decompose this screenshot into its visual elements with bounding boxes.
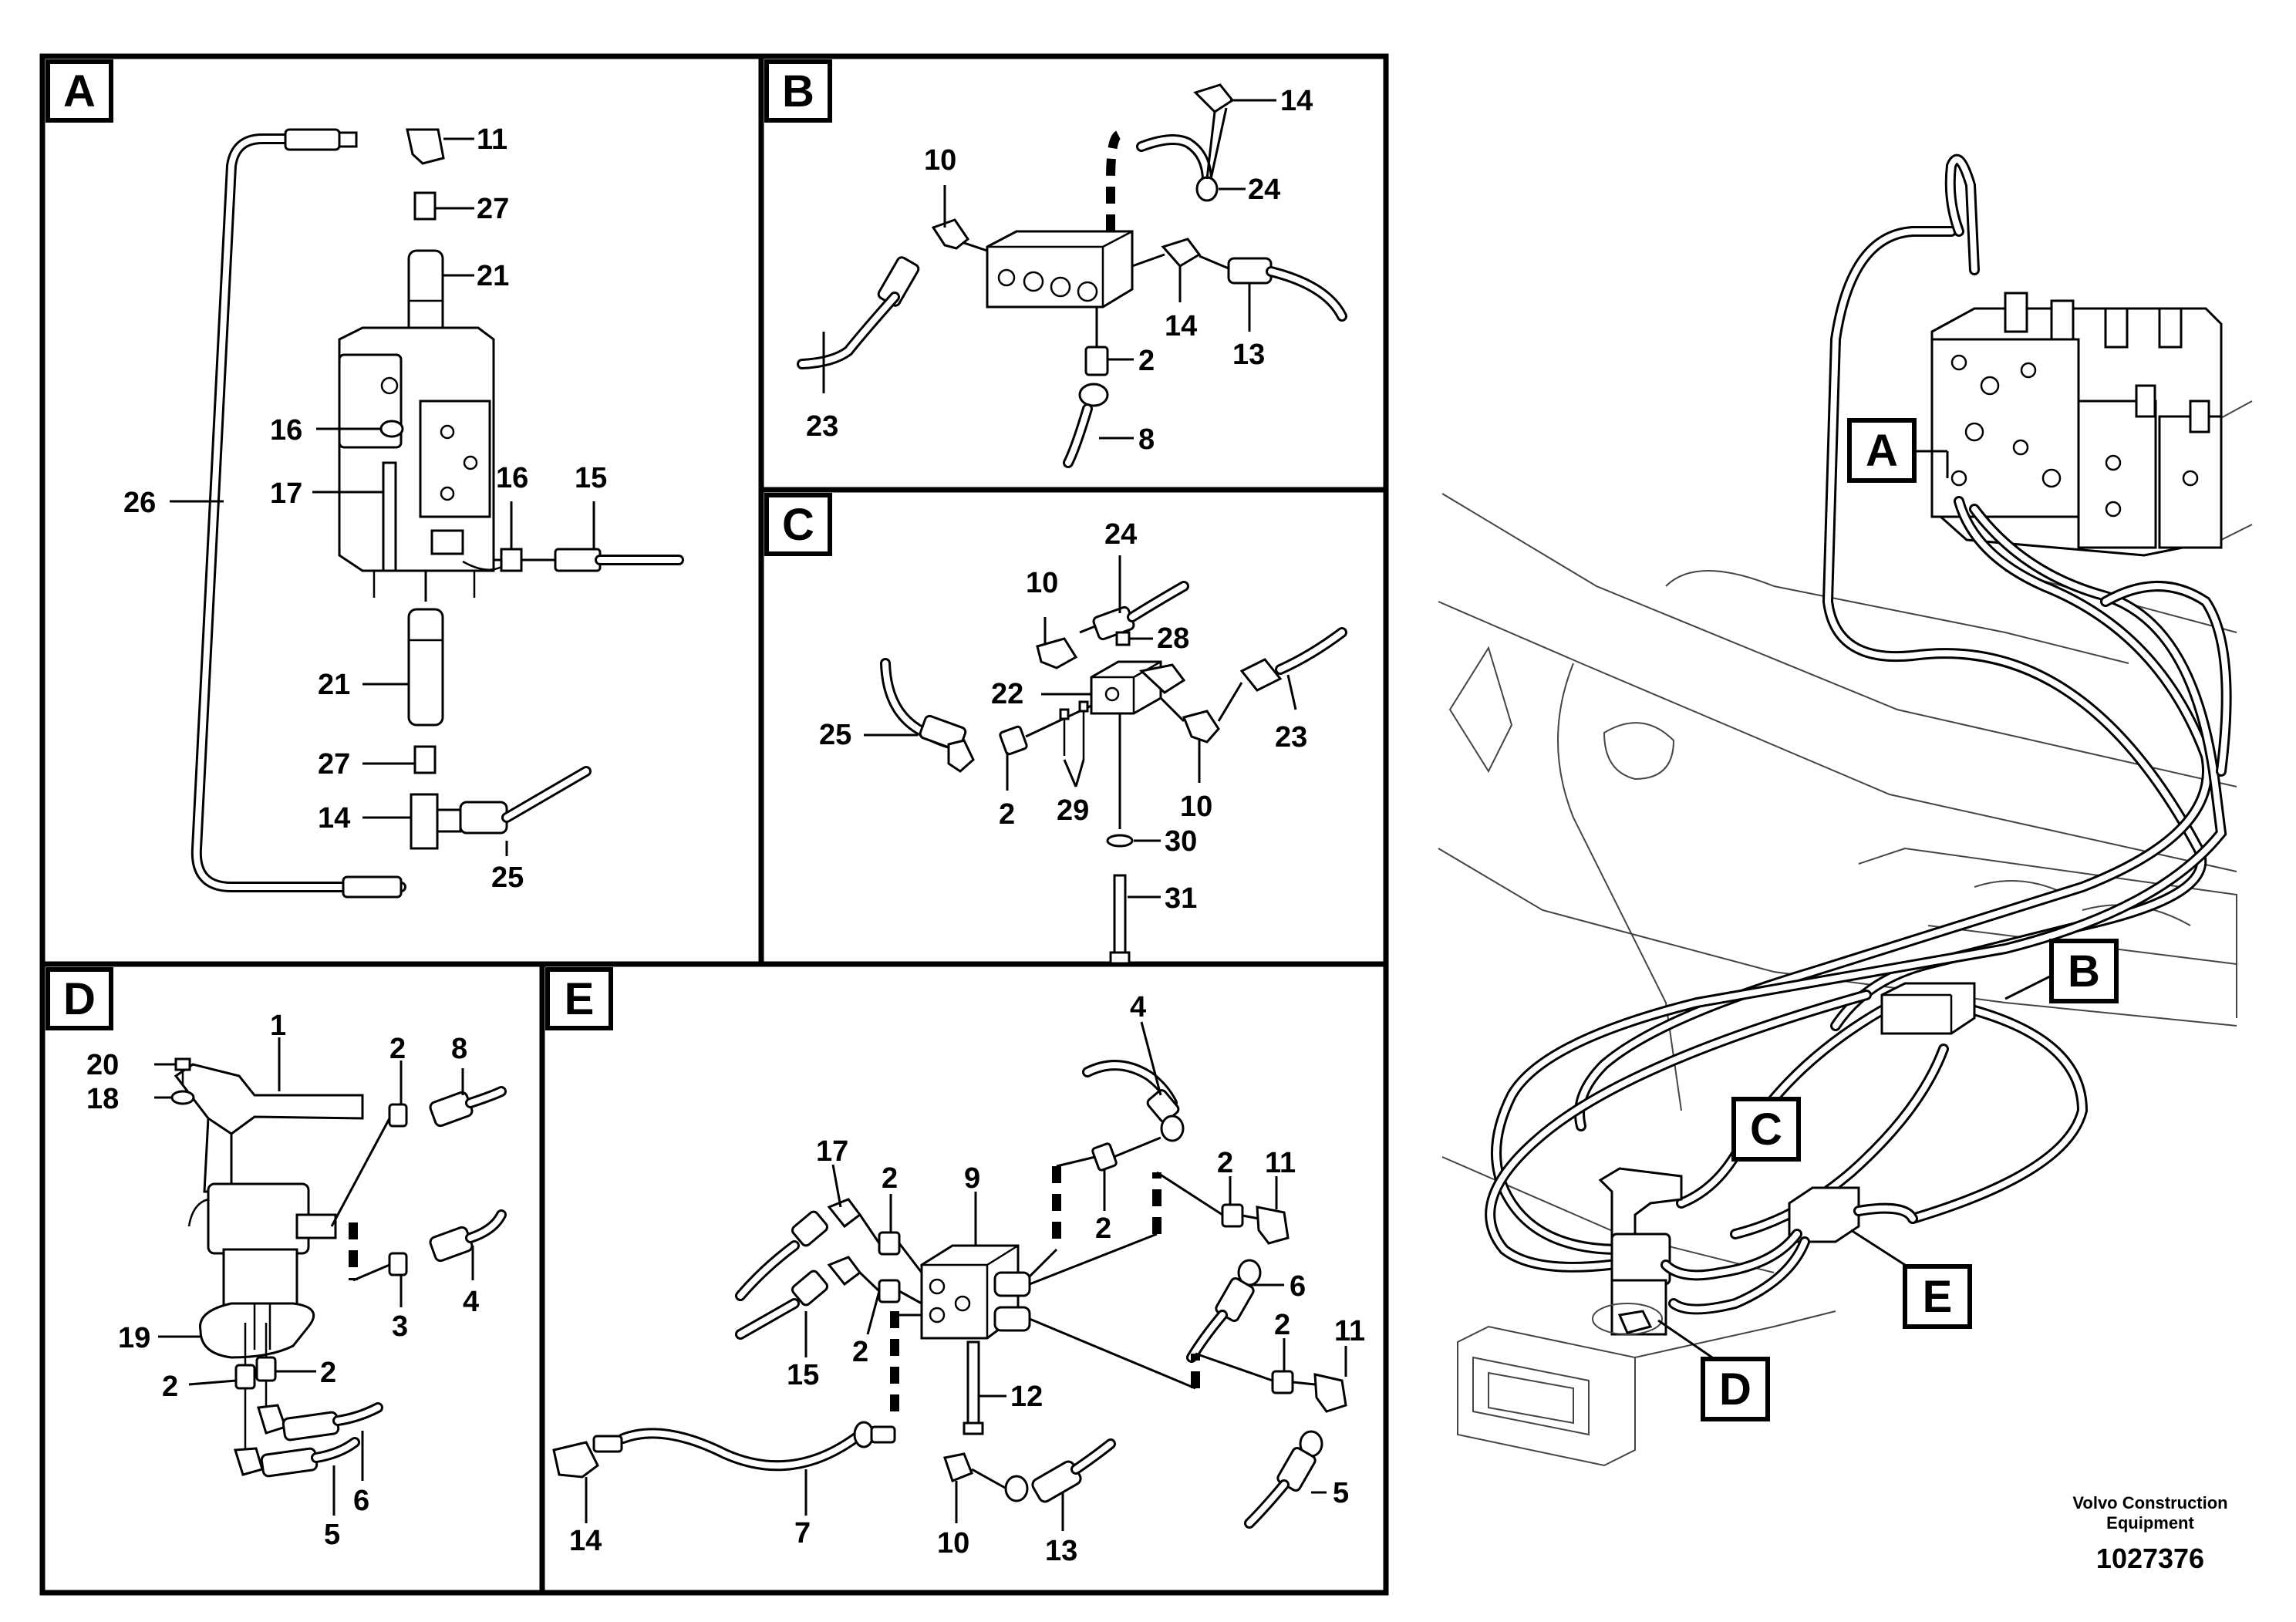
- panel-b-drawing: [797, 83, 1347, 468]
- svg-text:13: 13: [1045, 1535, 1077, 1567]
- svg-text:14: 14: [1280, 85, 1313, 117]
- panel-d-drawing: [154, 1037, 507, 1516]
- svg-text:14: 14: [318, 802, 350, 835]
- callout-d: D: [1701, 1357, 1770, 1421]
- svg-text:5: 5: [1333, 1477, 1349, 1509]
- svg-text:C: C: [782, 500, 814, 550]
- panel-d-numbers: 1 2 8 20 18 4 3 19 2 2 6 5: [86, 1010, 479, 1551]
- svg-text:8: 8: [1138, 423, 1155, 456]
- svg-text:D: D: [1719, 1364, 1752, 1415]
- svg-text:20: 20: [86, 1049, 119, 1081]
- svg-text:29: 29: [1057, 794, 1089, 827]
- svg-text:A: A: [63, 66, 96, 116]
- panel-c-numbers: 24 10 28 22 23 25 2 29 10 30 31: [819, 518, 1307, 915]
- svg-text:11: 11: [477, 123, 507, 156]
- panel-a-drawing: [170, 128, 684, 899]
- callout-c: C: [1731, 1097, 1801, 1162]
- svg-text:2: 2: [882, 1162, 898, 1195]
- company-name-line2: Equipment: [2106, 1513, 2194, 1533]
- svg-text:21: 21: [477, 260, 509, 292]
- panel-a-label: A: [46, 59, 113, 123]
- svg-text:2: 2: [389, 1033, 406, 1065]
- svg-text:10: 10: [1026, 567, 1058, 599]
- svg-text:21: 21: [318, 669, 350, 701]
- svg-text:18: 18: [86, 1083, 119, 1115]
- svg-text:24: 24: [1248, 174, 1280, 206]
- panel-e-numbers: 4 17 2 9 2 11 2 6 15 2 2 11 12 14 7 10 1…: [569, 991, 1365, 1567]
- panel-e-drawing: [552, 1021, 1347, 1531]
- svg-text:16: 16: [496, 462, 528, 494]
- svg-text:B: B: [782, 66, 814, 116]
- callout-e: E: [1903, 1264, 1972, 1329]
- svg-text:27: 27: [318, 748, 350, 781]
- panel-b-numbers: 14 10 24 14 13 2 23 8: [806, 85, 1313, 456]
- panel-c-drawing: [864, 555, 1347, 965]
- svg-text:2: 2: [1217, 1147, 1233, 1179]
- svg-text:9: 9: [964, 1162, 980, 1195]
- svg-text:8: 8: [451, 1033, 467, 1065]
- svg-text:2: 2: [162, 1371, 178, 1403]
- svg-text:23: 23: [806, 410, 838, 443]
- panel-b-label: B: [764, 59, 832, 123]
- panel-c-label: C: [764, 493, 832, 556]
- machine-overview: [1438, 153, 2253, 1467]
- svg-text:23: 23: [1275, 721, 1307, 754]
- svg-text:2: 2: [852, 1336, 868, 1368]
- svg-text:1: 1: [270, 1010, 286, 1042]
- svg-text:2: 2: [1138, 345, 1155, 377]
- svg-text:30: 30: [1165, 825, 1197, 858]
- svg-text:6: 6: [353, 1485, 369, 1517]
- panel-d-label: D: [46, 967, 113, 1030]
- svg-text:17: 17: [270, 477, 302, 510]
- company-name-line1: Volvo Construction: [2072, 1493, 2227, 1512]
- svg-text:B: B: [2068, 946, 2100, 996]
- callout-a: A: [1847, 418, 1917, 483]
- panel-e-frame: [539, 961, 1389, 1596]
- svg-text:28: 28: [1157, 622, 1189, 655]
- svg-text:E: E: [565, 974, 595, 1024]
- svg-text:11: 11: [1265, 1147, 1296, 1179]
- svg-text:D: D: [63, 974, 96, 1024]
- svg-text:6: 6: [1290, 1270, 1306, 1303]
- svg-text:14: 14: [569, 1525, 602, 1557]
- svg-text:17: 17: [816, 1135, 848, 1168]
- svg-text:5: 5: [324, 1519, 340, 1551]
- panel-e-label: E: [545, 967, 613, 1030]
- svg-text:27: 27: [477, 193, 509, 225]
- svg-text:2: 2: [320, 1357, 336, 1389]
- svg-text:4: 4: [1130, 991, 1146, 1023]
- svg-text:31: 31: [1165, 882, 1197, 915]
- svg-text:13: 13: [1232, 339, 1265, 371]
- svg-text:25: 25: [819, 719, 851, 751]
- svg-text:25: 25: [491, 862, 524, 894]
- svg-text:11: 11: [1334, 1315, 1365, 1347]
- drawing-number: 1027376: [2096, 1543, 2204, 1574]
- svg-text:2: 2: [1274, 1309, 1290, 1341]
- svg-text:14: 14: [1165, 310, 1197, 342]
- svg-text:7: 7: [794, 1517, 811, 1549]
- svg-text:3: 3: [392, 1310, 408, 1343]
- svg-text:12: 12: [1010, 1381, 1043, 1413]
- svg-text:15: 15: [575, 462, 607, 494]
- svg-text:10: 10: [1180, 791, 1212, 823]
- svg-text:26: 26: [123, 487, 156, 519]
- svg-text:A: A: [1866, 426, 1898, 476]
- svg-text:2: 2: [1095, 1212, 1111, 1245]
- svg-text:10: 10: [924, 144, 956, 177]
- svg-text:22: 22: [991, 678, 1023, 710]
- callout-b: B: [2049, 939, 2119, 1003]
- svg-text:15: 15: [787, 1359, 819, 1391]
- svg-text:2: 2: [999, 798, 1015, 831]
- svg-text:C: C: [1750, 1104, 1782, 1155]
- svg-text:19: 19: [118, 1322, 150, 1354]
- svg-text:16: 16: [270, 414, 302, 447]
- svg-text:24: 24: [1104, 518, 1137, 551]
- svg-text:10: 10: [937, 1527, 969, 1560]
- svg-text:4: 4: [463, 1286, 479, 1318]
- panel-a-numbers: 11 27 21 16 17 26 16 15 21 27 14 25: [123, 123, 607, 894]
- svg-text:E: E: [1923, 1272, 1953, 1322]
